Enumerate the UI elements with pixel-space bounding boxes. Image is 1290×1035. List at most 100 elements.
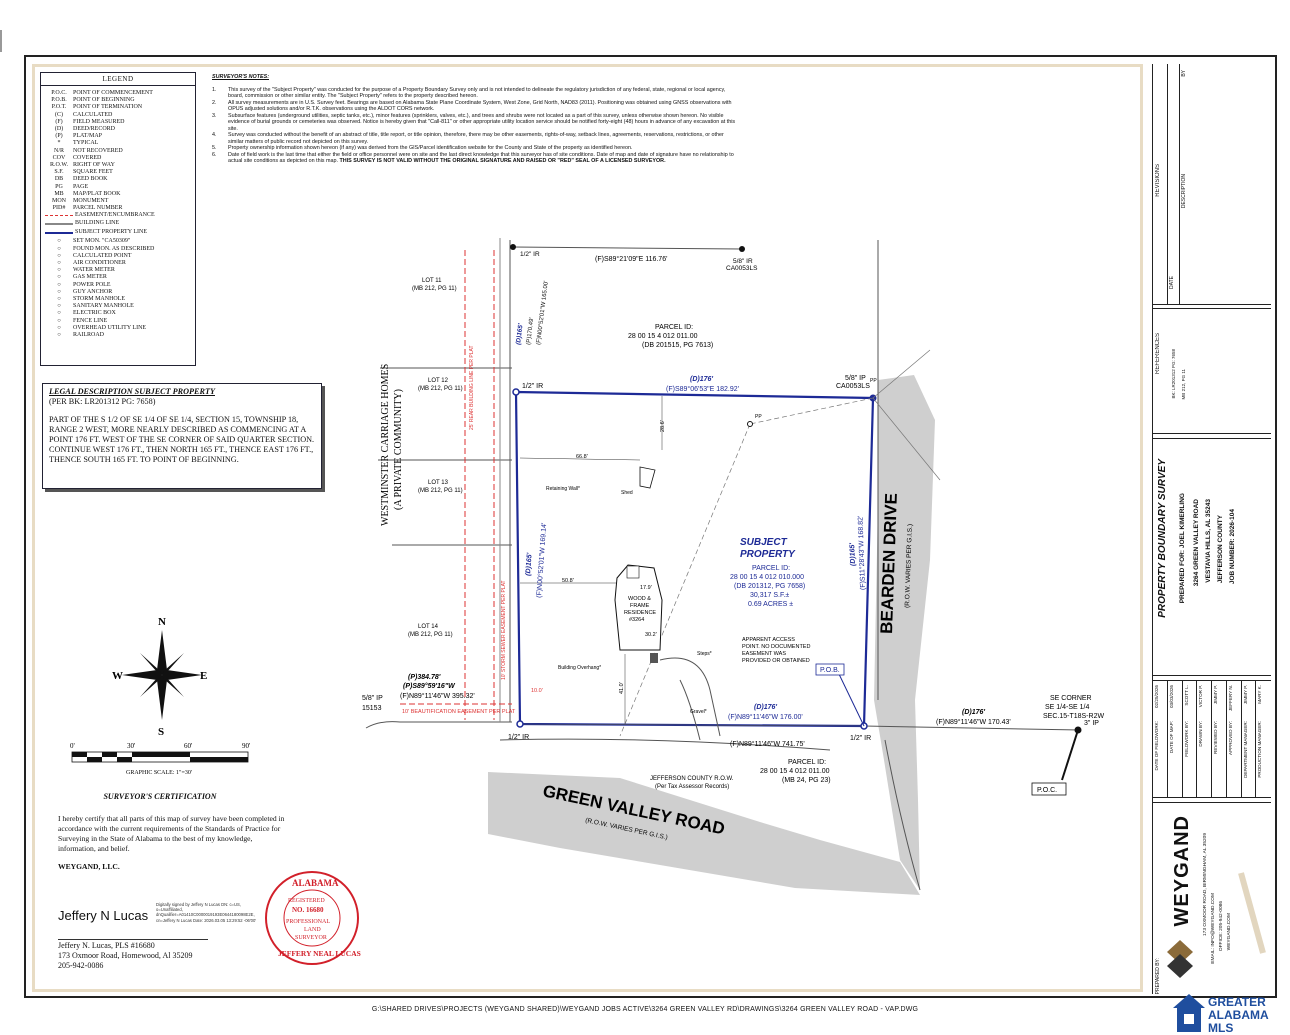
note-body: This survey of the "Subject Property" wa… <box>228 86 726 100</box>
label-access-2: POINT. NO DOCUMENTED <box>742 644 810 650</box>
edge-mark <box>0 30 2 52</box>
info-value: JIMMY P. <box>1213 685 1218 705</box>
info-label: DEPARTMENT MANAGER: <box>1242 721 1248 778</box>
note-number: 5. <box>212 145 217 151</box>
scale-tick-60: 60' <box>184 742 192 750</box>
label-ip-top: 5/8" IR <box>733 258 753 265</box>
legend-symbol-icon: ○ <box>57 303 61 310</box>
legend-label: NOT RECOVERED <box>73 147 123 154</box>
south-line-west <box>365 721 512 729</box>
label-dim-41: 41.0' <box>619 682 625 694</box>
legend-symbol-row: ○ELECTRIC BOX <box>45 310 191 317</box>
label-south-parcel-mb: (MB 24, PG 23) <box>782 777 831 784</box>
label-subject-acres: 0.69 ACRES ± <box>748 601 793 608</box>
legend-symbol-icon: ○ <box>57 332 61 339</box>
label-ir-se: 1/2" IR <box>850 735 871 742</box>
legend-row: *TYPICAL <box>45 140 191 147</box>
label-access-4: PROVIDED OR OBTAINED <box>742 658 810 664</box>
legend-abbr: DB <box>54 176 64 183</box>
ir-sw-marker <box>516 720 524 728</box>
rev-col-desc: DESCRIPTION <box>1181 174 1187 209</box>
legend-symbol-icon: ○ <box>57 260 61 267</box>
mls-word-1: GREATER <box>1208 995 1266 1009</box>
legend-symbol-row: ○ SANITARY MANHOLE <box>45 303 191 310</box>
note-text: Subsurface features (underground utiliti… <box>228 113 737 133</box>
reference-1: BK: LR201312 PG: 7658 <box>1171 349 1176 399</box>
residence-footprint <box>614 564 663 651</box>
note-number: 6. <box>212 151 217 158</box>
info-column: PRODUCTION MANAGER:MARY K. <box>1256 681 1271 797</box>
label-dim-10: 10.0' <box>531 688 543 694</box>
label-shed: Shed <box>621 490 633 496</box>
label-nw-f165: (F)N00°52'01"W 165.00' <box>536 280 550 345</box>
top-line <box>512 246 743 250</box>
legend-symbol-label: POWER POLE <box>73 281 111 288</box>
surveyor-block: Jeffery N. Lucas, PLS #16680 173 Oxmoor … <box>58 941 192 971</box>
label-gravel: Gravel* <box>690 709 707 715</box>
legend-label: PLAT/MAP <box>73 133 103 140</box>
legend-row: (F)FIELD MEASURED <box>45 119 191 126</box>
note-item: 4.Survey was conducted without the benef… <box>212 132 737 145</box>
legal-ref: (PER BK: LR201312 PG: 7658) <box>49 397 156 406</box>
info-label: REVIEWED BY: <box>1213 721 1218 754</box>
label-ip-west: 5/8" IP <box>362 695 383 702</box>
label-dim-66: 66.8' <box>576 454 588 460</box>
legal-title: LEGAL DESCRIPTION SUBJECT PROPERTY <box>49 387 215 396</box>
label-subject-parcel: PARCEL ID: <box>752 565 790 572</box>
label-retaining: Retaining Wall* <box>546 486 580 492</box>
legend-symbol-row: ○WATER METER <box>45 267 191 274</box>
label-ir-nw: 1/2" IR <box>522 383 543 390</box>
legend-row: S.F.SQUARE FEET <box>45 169 191 176</box>
note-number: 4. <box>212 132 217 138</box>
drawing-frame <box>32 64 1143 992</box>
label-north-parcel: PARCEL ID: <box>655 324 693 331</box>
found-mon-top-right <box>739 246 745 252</box>
label-dim-50: 50.8' <box>562 578 574 584</box>
note-body: Date of field work is the last time that… <box>228 151 734 165</box>
legend-symbol-label: SANITARY MANHOLE <box>73 303 134 310</box>
company-addr-1: 173 OXMOOR ROAD, BIRMINGHAM, AL 35209 <box>1203 833 1208 936</box>
label-storm-sewer: 10' STORM SEWER EASEMENT PER PLAT <box>501 580 507 680</box>
info-column: DRAWN BY:VICTOR P. <box>1197 681 1212 797</box>
label-south-f: (F)N89°11'46"W 176.00' <box>728 713 803 721</box>
legend-symbol-label: ELECTRIC BOX <box>73 310 116 317</box>
sheet-border <box>24 55 1277 998</box>
label-subject: SUBJECT <box>740 537 788 548</box>
label-jefferson: JEFFERSON COUNTY R.O.W. <box>650 776 734 782</box>
info-value: 03/03/2026 <box>1168 685 1174 708</box>
legend-title: LEGEND <box>41 73 195 86</box>
info-column: DATE OF FIELDWORK:02/25/2026 <box>1153 681 1168 797</box>
legend-symbol-label: OVERHEAD UTILITY LINE <box>73 324 147 331</box>
seal-number: NO. 16680 <box>292 906 324 914</box>
label-west-f: (F)N00°52'01"W 169.14' <box>535 522 548 598</box>
legend-symbol-row: ○FENCE LINE <box>45 318 191 325</box>
note-number: 2. <box>212 99 217 106</box>
legend-symbol-icon: ○ <box>57 281 61 288</box>
legend-symbol-row: ○RAILROAD <box>45 332 191 339</box>
digital-signature-note: Digitally signed by Jeffery N Lucas DN: … <box>156 902 257 923</box>
legend-symbol-row: ○AIR CONDITIONER <box>45 260 191 267</box>
prepared-by: PREPARED BY: <box>1155 958 1161 995</box>
reference-2: MB 212, PG 11 <box>1181 369 1186 400</box>
subject-boundary <box>514 390 875 728</box>
mls-word-3: MLS <box>1208 1021 1234 1035</box>
compass-e: E <box>200 670 207 682</box>
legend-symbol-row: ○GUY ANCHOR <box>45 289 191 296</box>
rev-col-by: BY <box>1181 70 1187 77</box>
legend-label: MONUMENT <box>73 198 109 205</box>
legend-symbol-icon: ○ <box>57 274 61 281</box>
scale-tick-90: 90' <box>242 742 250 750</box>
label-nw-d165: (D)165' <box>515 323 525 346</box>
legend-symbol-row: ○OVERHEAD UTILITY LINE <box>45 325 191 332</box>
label-ir-sw: 1/2" IR <box>508 734 529 741</box>
revisions-block: REVISIONS DATE DESCRIPTION BY <box>1153 64 1271 305</box>
label-subject-sf: 30,317 S.F.± <box>750 592 789 599</box>
project-city: VESTAVIA HILLS, AL 35243 <box>1205 499 1212 583</box>
note-text: All survey measurements are in U.S. Surv… <box>228 100 737 113</box>
note-item: 6. Date of field work is the last time th… <box>212 152 737 165</box>
green-valley-road-edge <box>499 738 831 751</box>
label-ip-3: 3" IP <box>1084 720 1099 727</box>
label-lot12: LOT 12 <box>428 378 449 384</box>
